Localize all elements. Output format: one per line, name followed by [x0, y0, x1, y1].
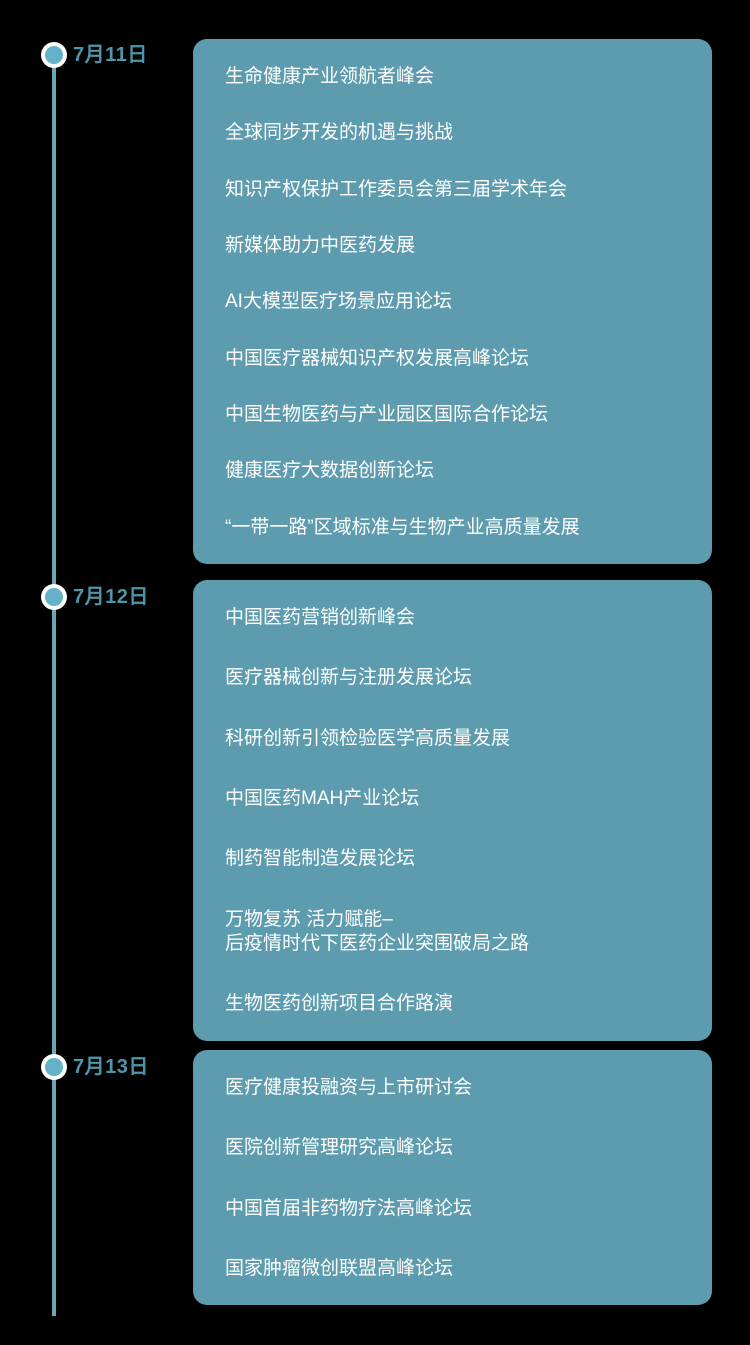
session-item[interactable]: 中国医疗器械知识产权发展高峰论坛	[225, 347, 530, 369]
session-item[interactable]: “一带一路”区域标准与生物产业高质量发展	[225, 516, 580, 538]
timeline-date-marker-2[interactable]: 7月13日	[0, 1052, 149, 1082]
session-item[interactable]: 生物医药创新项目合作路演	[225, 993, 454, 1015]
timeline-date-marker-0[interactable]: 7月11日	[0, 40, 148, 70]
session-item[interactable]: 万物复苏 活力赋能– 后疫情时代下医药企业突围破局之路	[225, 908, 530, 954]
date-label-1: 7月12日	[73, 586, 149, 608]
session-card-1: 中国医药营销创新峰会 医疗器械创新与注册发展论坛 科研创新引领检验医学高质量发展…	[193, 580, 712, 1041]
timeline-dot-icon	[41, 584, 67, 610]
timeline-dot-icon	[41, 42, 67, 68]
session-item[interactable]: 中国生物医药与产业园区国际合作论坛	[225, 403, 549, 425]
session-item[interactable]: 中国医药MAH产业论坛	[225, 787, 420, 809]
date-label-0: 7月11日	[73, 44, 148, 66]
session-item[interactable]: 医疗健康投融资与上市研讨会	[225, 1077, 473, 1098]
session-item[interactable]: 中国医药营销创新峰会	[225, 607, 416, 628]
date-label-2: 7月13日	[73, 1056, 149, 1078]
session-item[interactable]: 生命健康产业领航者峰会	[225, 66, 435, 87]
session-item[interactable]: 科研创新引领检验医学高质量发展	[225, 727, 511, 749]
session-item[interactable]: 全球同步开发的机遇与挑战	[225, 122, 454, 144]
session-item[interactable]: 制药智能制造发展论坛	[225, 848, 416, 870]
timeline-date-marker-1[interactable]: 7月12日	[0, 582, 149, 612]
session-card-0: 生命健康产业领航者峰会 全球同步开发的机遇与挑战 知识产权保护工作委员会第三届学…	[193, 39, 712, 564]
session-item[interactable]: 知识产权保护工作委员会第三届学术年会	[225, 178, 568, 200]
session-item[interactable]: 中国首届非药物疗法高峰论坛	[225, 1197, 473, 1219]
session-item[interactable]: 医院创新管理研究高峰论坛	[225, 1137, 454, 1159]
session-item[interactable]: 国家肿瘤微创联盟高峰论坛	[225, 1257, 454, 1279]
timeline-dot-icon	[41, 1054, 67, 1080]
session-item[interactable]: 医疗器械创新与注册发展论坛	[225, 667, 473, 689]
session-item[interactable]: AI大模型医疗场景应用论坛	[225, 291, 452, 313]
session-card-2: 医疗健康投融资与上市研讨会 医院创新管理研究高峰论坛 中国首届非药物疗法高峰论坛…	[193, 1050, 712, 1306]
session-item[interactable]: 健康医疗大数据创新论坛	[225, 460, 435, 482]
session-item[interactable]: 新媒体助力中医药发展	[225, 234, 416, 256]
timeline-axis-line	[52, 54, 56, 1316]
